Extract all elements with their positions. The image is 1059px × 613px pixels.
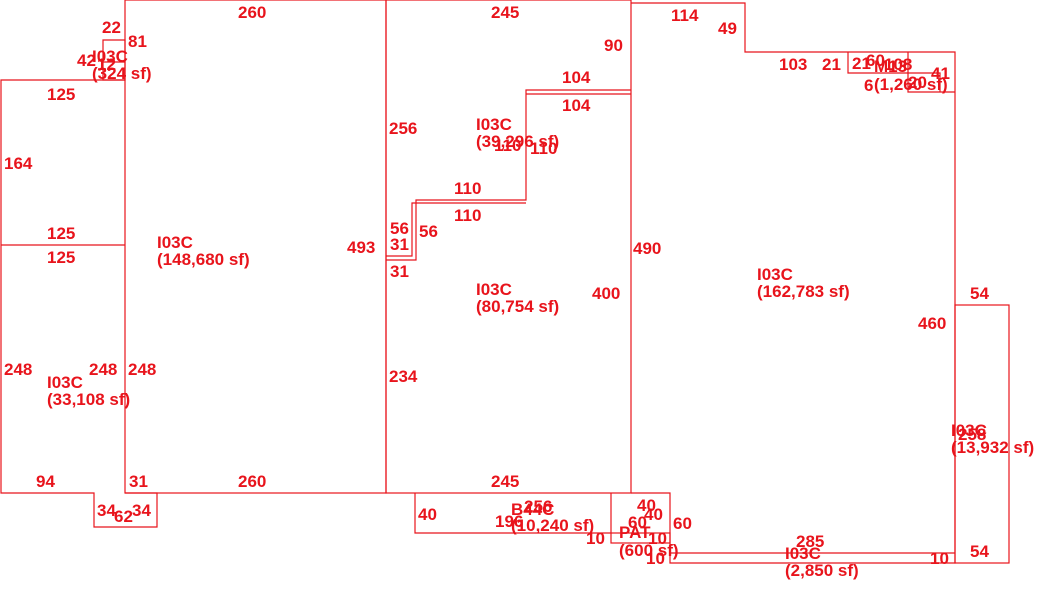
- dimension-label: 10: [586, 529, 605, 548]
- dimension-label: 42: [77, 51, 96, 70]
- dimension-label: 260: [238, 472, 266, 491]
- dimension-label: 10: [648, 529, 667, 548]
- dimension-label: 234: [389, 367, 418, 386]
- dimension-label: 245: [491, 472, 519, 491]
- area-size-324: (324 sf): [92, 64, 152, 83]
- dimension-label: 49: [718, 19, 737, 38]
- area-code-33108: I03C: [47, 373, 83, 392]
- dimension-label: 258: [958, 425, 986, 444]
- dimension-label: 6: [864, 76, 873, 95]
- dimension-label: 164: [4, 154, 33, 173]
- area-code-148680: I03C: [157, 233, 193, 252]
- dimension-label: 31: [129, 472, 148, 491]
- dimension-label: 248: [4, 360, 32, 379]
- dimension-label: 34: [132, 501, 151, 520]
- area-size-1260: (1,260 sf): [874, 75, 948, 94]
- dimension-label: 400: [592, 284, 620, 303]
- dimension-label: 125: [47, 224, 75, 243]
- area-code-1260: M13: [874, 57, 907, 76]
- area-code-13932: I03C: [951, 421, 987, 440]
- dimension-label: 56: [390, 219, 409, 238]
- dimension-label: 256: [389, 119, 417, 138]
- section-outline-80754: [385, 0, 632, 494]
- dimension-labels: 260 22 81 42 12 125 164 125 125 248 248 …: [4, 3, 989, 568]
- dimension-label: 248: [128, 360, 156, 379]
- dimension-label: 21: [852, 54, 871, 73]
- dimension-label: 285: [796, 532, 824, 551]
- dimension-label: 60: [628, 513, 647, 532]
- area-labels: I03C (148,680 sf) I03C (33,108 sf) I03C …: [47, 47, 1034, 580]
- dimension-label: 104: [562, 96, 591, 115]
- dimension-label: 90: [604, 36, 623, 55]
- dimension-label: 40: [644, 505, 663, 524]
- dimension-label: 40: [418, 505, 437, 524]
- dimension-label: 110: [454, 206, 481, 225]
- outline-lines: [0, 0, 1010, 564]
- area-size-39296: (39,296 sf): [476, 132, 559, 151]
- dimension-label: 94: [36, 472, 55, 491]
- dimension-label: 110: [530, 139, 557, 158]
- area-size-33108: (33,108 sf): [47, 390, 130, 409]
- dimension-label: 108: [884, 55, 912, 74]
- section-outline-10240: [414, 493, 612, 534]
- dimension-label: 12: [97, 55, 116, 74]
- section-outline-39296: [386, 89, 631, 261]
- dimension-label: 248: [89, 360, 117, 379]
- dimension-label: 56: [419, 222, 438, 241]
- dimension-label: 10: [646, 549, 665, 568]
- dimension-label: 21: [822, 55, 841, 74]
- dimension-label: 81: [128, 32, 147, 51]
- dimension-label: 54: [970, 284, 989, 303]
- area-size-10240: (10,240 sf): [511, 516, 594, 535]
- dimension-label: 22: [102, 18, 121, 37]
- dimension-label: 493: [347, 238, 375, 257]
- area-size-13932: (13,932 sf): [951, 438, 1034, 457]
- section-outline-1260: [847, 52, 955, 93]
- area-code-324: I03C: [92, 47, 128, 66]
- dimension-label: 103: [779, 55, 807, 74]
- dimension-label: 245: [491, 3, 519, 22]
- dimension-label: 62: [114, 507, 133, 526]
- dimension-label: 125: [47, 85, 75, 104]
- section-outline-13932: [954, 304, 1010, 564]
- dimension-label: 460: [918, 314, 946, 333]
- dimension-label: 54: [970, 542, 989, 561]
- dimension-label: 125: [47, 248, 75, 267]
- area-size-80754: (80,754 sf): [476, 297, 559, 316]
- dimension-label: 490: [633, 239, 661, 258]
- dimension-label: 31: [390, 262, 409, 281]
- area-code-2850: I03C: [785, 544, 821, 563]
- area-size-162783: (162,783 sf): [757, 282, 850, 301]
- dimension-label: 104: [562, 68, 591, 87]
- dimension-label: 114: [671, 6, 699, 25]
- dimension-label: 20: [908, 73, 927, 92]
- dimension-label: 60: [866, 51, 885, 70]
- area-code-80754: I03C: [476, 280, 512, 299]
- area-code-600: PAT: [619, 523, 651, 542]
- section-outline-33108: [0, 79, 158, 528]
- dimension-label: 110: [494, 136, 521, 155]
- dimension-label: 196: [495, 512, 523, 531]
- dimension-label: 260: [238, 3, 266, 22]
- dimension-label: 40: [637, 496, 656, 515]
- dimension-label: 110: [454, 179, 481, 198]
- dimension-label: 256: [524, 497, 552, 516]
- area-size-600: (600 sf): [619, 541, 679, 560]
- area-size-148680: (148,680 sf): [157, 250, 250, 269]
- dimension-label: 60: [673, 514, 692, 533]
- section-outline-324: [102, 39, 126, 81]
- dimension-label: 34: [97, 501, 116, 520]
- dimension-label: 10: [930, 549, 949, 568]
- area-code-162783: I03C: [757, 265, 793, 284]
- dimension-label: 31: [390, 235, 409, 254]
- dimension-label: 41: [931, 64, 950, 83]
- area-code-39296: I03C: [476, 115, 512, 134]
- section-outline-600: [610, 532, 671, 544]
- area-code-10240: B44C: [511, 500, 554, 519]
- area-size-2850: (2,850 sf): [785, 561, 859, 580]
